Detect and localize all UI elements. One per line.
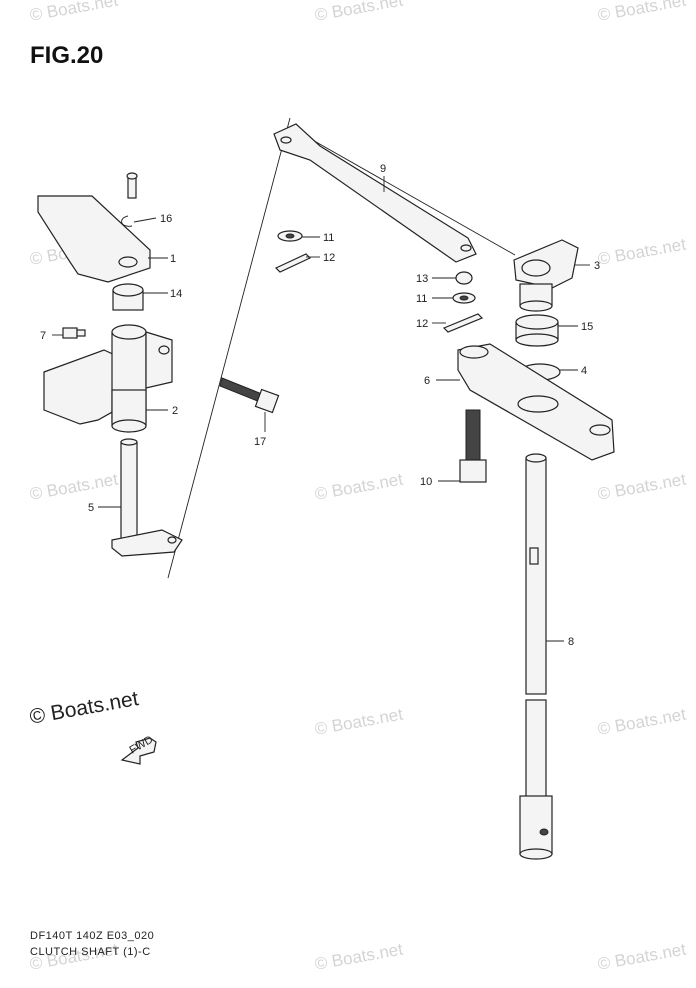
callout-2: 2 [172, 405, 178, 417]
part-washer-hole [285, 233, 295, 239]
part-clutch-rod-5 [111, 438, 183, 557]
callout-8: 8 [568, 636, 574, 648]
footer-model: DF140T 140Z E03_020 [30, 930, 155, 942]
callout-4: 4 [581, 365, 587, 377]
fwd-arrow-icon: FWD [120, 734, 157, 765]
callout-11: 11 [323, 232, 334, 244]
callout-3: 3 [594, 260, 600, 272]
figure-title: FIG.20 [30, 42, 104, 69]
part-nut-13 [455, 271, 473, 285]
part-cotter-pin [442, 313, 484, 333]
callout-7: 7 [40, 330, 46, 342]
callout-16: 16 [160, 213, 172, 225]
part-bolt-10 [459, 409, 487, 483]
callout-17: 17 [254, 436, 266, 448]
part-link-rod [273, 123, 477, 263]
callout-12: 12 [323, 252, 335, 264]
part-washer-hole [459, 295, 469, 301]
part-shift-lever [37, 172, 151, 283]
part-clutch-shaft-8 [519, 453, 553, 860]
callout-15: 15 [581, 321, 593, 333]
callout-6: 6 [424, 375, 430, 387]
part-bracket [457, 343, 615, 461]
assembly-line [167, 117, 291, 579]
part-bushing-14 [112, 283, 144, 311]
leader-lines [52, 176, 590, 642]
assembly-line [294, 129, 516, 256]
part-clutch-cam [43, 324, 173, 433]
part-bushing-15 [515, 314, 559, 347]
part-bolt-17 [219, 377, 280, 414]
part-upper-lever [513, 239, 579, 312]
callout-12: 12 [416, 318, 428, 330]
callout-11: 11 [416, 293, 427, 305]
callout-10: 10 [420, 476, 432, 488]
part-cotter-pin [274, 253, 312, 273]
part-grease-nipple [62, 327, 86, 339]
callout-13: 13 [416, 273, 428, 285]
callout-9: 9 [380, 163, 386, 175]
callout-1: 1 [170, 253, 176, 265]
footer-section: CLUTCH SHAFT (1)-C [30, 946, 151, 958]
callout-5: 5 [88, 502, 94, 514]
callout-14: 14 [170, 288, 182, 300]
part-clip [121, 215, 133, 227]
